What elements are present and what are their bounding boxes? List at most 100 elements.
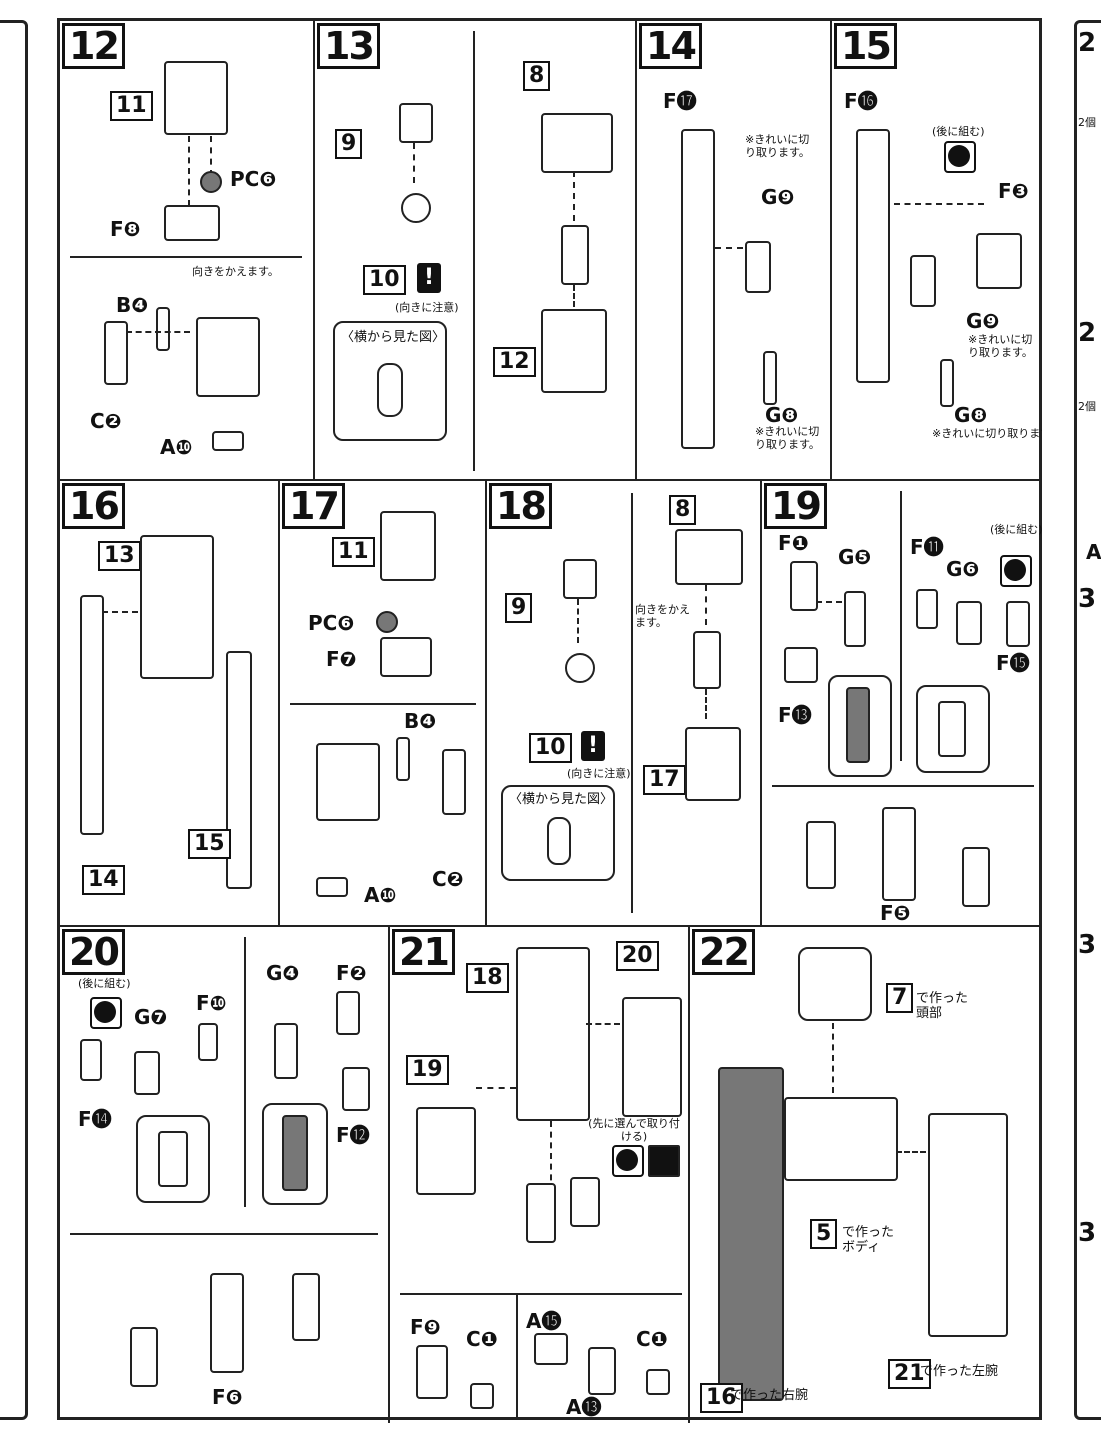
part-drawing <box>470 1383 494 1409</box>
back-note: (後に組む) <box>990 523 1042 536</box>
divider <box>290 703 476 705</box>
part-label: F⓯ <box>996 651 1030 675</box>
note: 向きをかえます。 <box>635 603 690 629</box>
part-drawing <box>763 351 777 405</box>
part-label: C❶ <box>636 1327 668 1351</box>
edge-label: 2個 <box>1078 116 1096 129</box>
assembly-arrow <box>586 1023 620 1025</box>
part-ref: 9 <box>335 129 363 159</box>
detail-box <box>916 685 990 773</box>
step-number: 18 <box>489 483 552 529</box>
edge-label: 3 <box>1078 584 1097 614</box>
part-drawing <box>938 701 966 757</box>
assembly-arrow <box>816 601 842 603</box>
part-label: F⓭ <box>778 703 812 727</box>
caution-icon: ! <box>417 263 441 293</box>
side-view-box: 〈横から見た図〉 <box>333 321 447 441</box>
divider <box>631 493 635 913</box>
part-drawing <box>561 225 589 285</box>
part-drawing <box>882 807 916 901</box>
part-drawing <box>442 749 466 815</box>
assembly-arrow <box>102 611 138 613</box>
step-number: 22 <box>692 929 755 975</box>
note: ※きれいに切り取ります。 <box>932 427 1042 440</box>
part-ref: 18 <box>466 963 509 993</box>
part-drawing <box>534 1333 568 1365</box>
side-view-box: 〈横から見た図〉 <box>501 785 615 881</box>
part-drawing <box>316 743 380 821</box>
part-drawing <box>200 171 222 193</box>
assembly-arrow <box>832 1023 834 1093</box>
part-label: G❾ <box>966 309 1000 333</box>
part-ref: 8 <box>523 61 551 91</box>
assembly-arrow <box>413 143 415 183</box>
part-drawing <box>844 591 866 647</box>
part-drawing <box>316 877 348 897</box>
part-label: G❽ <box>954 403 988 427</box>
step-number: 14 <box>639 23 702 69</box>
step-number: 13 <box>317 23 380 69</box>
part-drawing <box>212 431 244 451</box>
part-ref: 7 <box>886 983 914 1013</box>
back-icon <box>1000 555 1032 587</box>
part-label: F❿ <box>196 991 227 1015</box>
assembly-arrow <box>476 1087 516 1089</box>
part-drawing <box>140 535 214 679</box>
choose-icon-b <box>648 1145 680 1177</box>
part-drawing <box>681 129 715 449</box>
result-label: で作った左腕 <box>920 1364 999 1379</box>
part-ref: 20 <box>616 941 659 971</box>
part-drawing <box>798 947 872 1021</box>
step-12-panel: 12 11 PC❻ F❽ 向きをかえます。 B❹ C❷ A❿ <box>60 21 315 481</box>
divider <box>244 937 248 1207</box>
divider <box>473 31 477 471</box>
part-drawing <box>790 561 818 611</box>
step-22-panel: 22 7 で作った頭部 5 で作ったボディ 16 で作った右腕 21 で作った左… <box>690 927 1042 1423</box>
part-drawing <box>80 595 104 835</box>
note: 向きをかえます。 <box>192 265 279 278</box>
part-drawing <box>282 1115 308 1191</box>
part-drawing <box>541 113 613 173</box>
part-label: F❼ <box>326 647 357 671</box>
part-drawing <box>196 317 260 397</box>
back-icon <box>944 141 976 173</box>
step-20-panel: 20 (後に組む) G❼ F❿ F⓮ G❹ F❷ F⓬ F❻ <box>60 927 390 1423</box>
edge-label: 2 <box>1078 28 1097 58</box>
edge-label: 3 <box>1078 930 1097 960</box>
detail-box <box>262 1103 328 1205</box>
part-drawing <box>80 1039 102 1081</box>
divider <box>772 785 1034 787</box>
result-label: で作った頭部 <box>916 991 969 1021</box>
back-note: (後に組む) <box>78 977 131 990</box>
step-16-panel: 16 13 15 14 <box>60 481 280 927</box>
step-number: 17 <box>282 483 345 529</box>
part-label: G❹ <box>266 961 300 985</box>
step-number: 15 <box>834 23 897 69</box>
part-drawing <box>198 1023 218 1061</box>
result-label: で作ったボディ <box>842 1225 895 1255</box>
part-label: B❹ <box>116 293 149 317</box>
part-drawing <box>292 1273 320 1341</box>
part-drawing <box>210 1273 244 1373</box>
step-number: 12 <box>62 23 125 69</box>
part-drawing <box>910 255 936 307</box>
part-ref: 15 <box>188 829 231 859</box>
part-drawing <box>342 1067 370 1111</box>
assembly-arrow <box>577 599 579 643</box>
assembly-arrow <box>550 1121 552 1191</box>
part-drawing <box>156 307 170 351</box>
part-drawing <box>588 1347 616 1395</box>
step-number: 16 <box>62 483 125 529</box>
part-label: C❷ <box>90 409 122 433</box>
side-view-title: 〈横から見た図〉 <box>509 792 614 807</box>
part-drawing <box>646 1369 670 1395</box>
part-drawing <box>541 309 607 393</box>
part-drawing <box>956 601 982 645</box>
part-ref: 13 <box>98 541 141 571</box>
part-label: F⓬ <box>336 1123 370 1147</box>
part-drawing <box>1006 601 1030 647</box>
part-ref: 11 <box>110 91 153 121</box>
assembly-arrow <box>705 689 707 719</box>
divider <box>70 256 302 258</box>
note: ※きれいに切り取ります。 <box>745 133 810 159</box>
